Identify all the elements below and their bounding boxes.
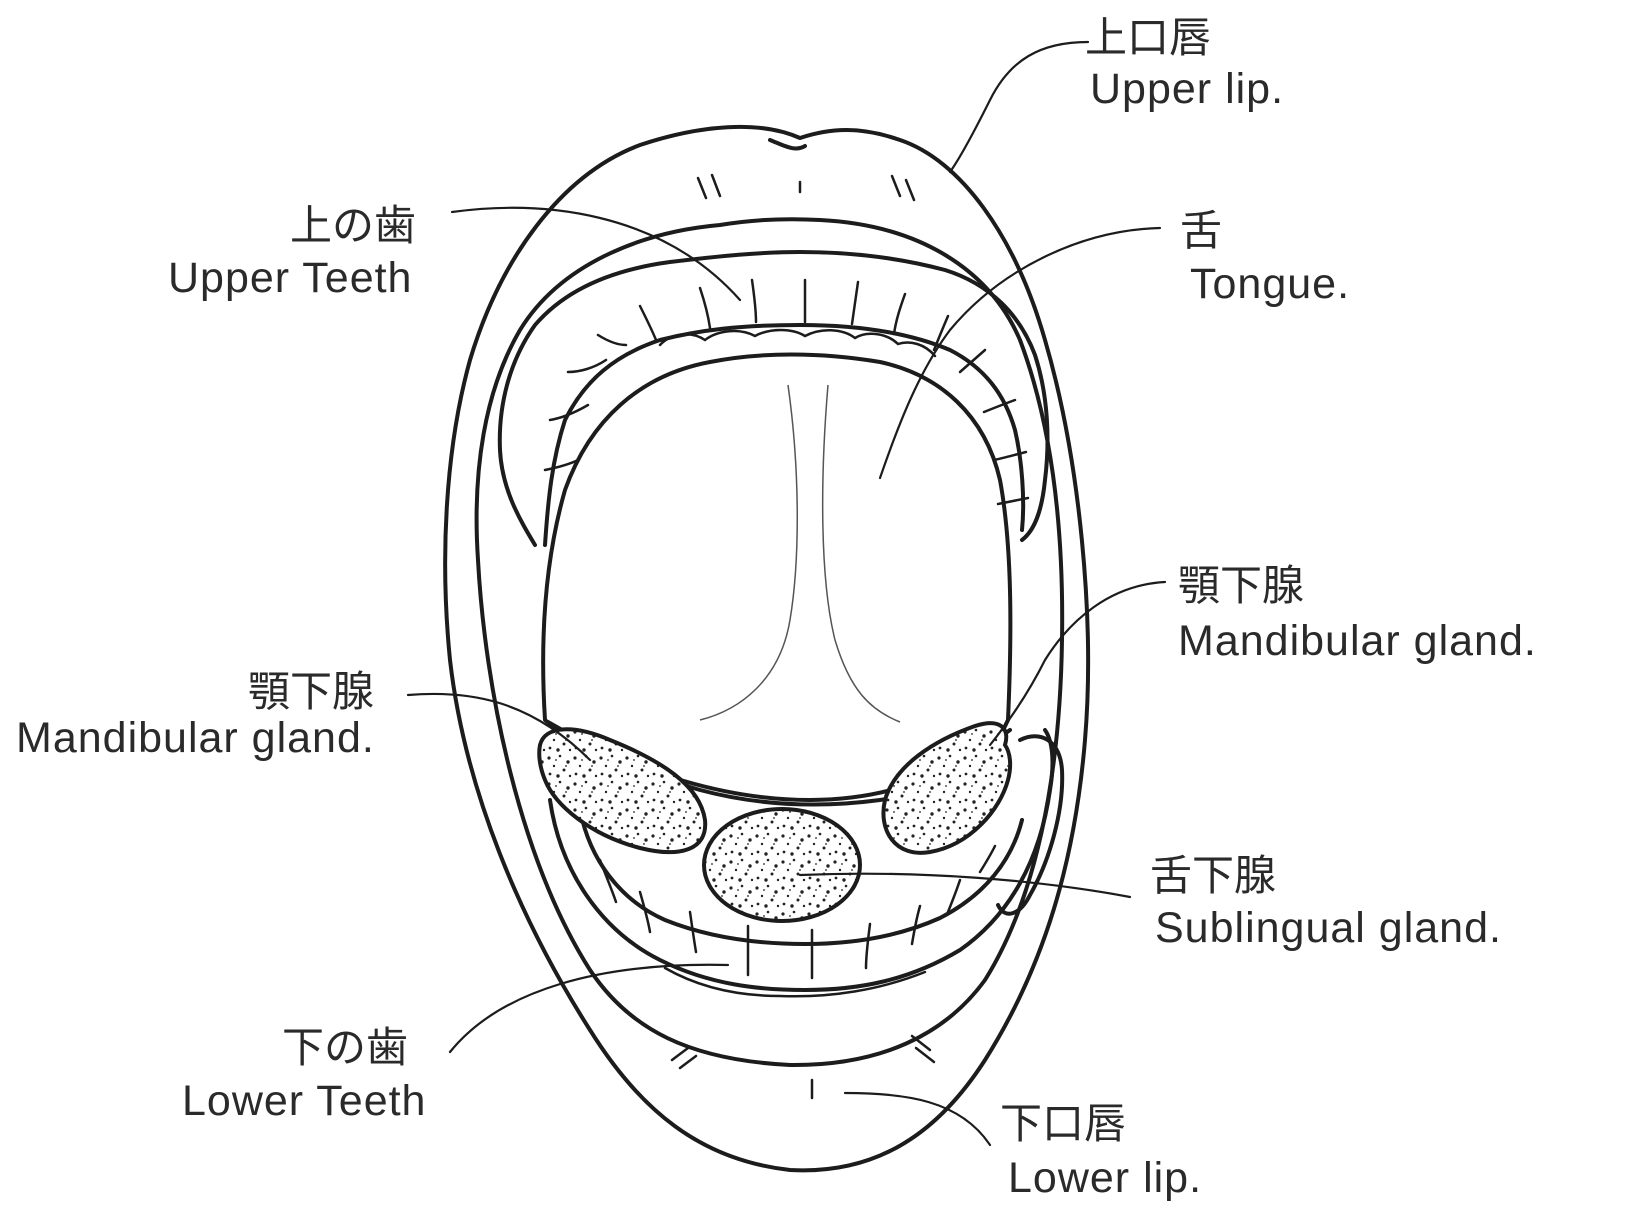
tongue-median-right: [823, 385, 900, 722]
mandibular-gland-right-label-jp: 顎下腺: [1178, 561, 1304, 610]
lower-teeth-label-en: Lower Teeth: [182, 1077, 426, 1125]
tongue-median-left: [700, 385, 797, 720]
lower-lip-label-en: Lower lip.: [1008, 1154, 1202, 1202]
upper-tooth-dividers: [545, 280, 1028, 504]
upper-lip-label-jp: 上口唇: [1085, 13, 1211, 62]
tongue-outline: [543, 355, 1010, 805]
mandibular-gland-left-label-jp: 顎下腺: [248, 667, 374, 716]
leader-upper-lip: [950, 42, 1088, 172]
lower-teeth-label-jp: 下の歯: [282, 1023, 408, 1072]
upper-teeth-label-jp: 上の歯: [290, 201, 416, 250]
mandibular-gland-left-label-en: Mandibular gland.: [16, 714, 375, 762]
sublingual-gland-label-jp: 舌下腺: [1150, 851, 1276, 900]
cupid-bow: [770, 140, 805, 148]
leader-mandibular-right: [990, 582, 1165, 745]
upper-teeth-label-en: Upper Teeth: [168, 254, 412, 302]
leader-upper-teeth: [452, 208, 740, 300]
tongue-label-jp: 舌: [1180, 206, 1222, 255]
upper-lip-label-en: Upper lip.: [1090, 65, 1284, 113]
mandibular-gland-left-shape: [539, 729, 705, 852]
upper-teeth-inner: [545, 325, 1023, 545]
upper-teeth-outer: [500, 252, 1048, 545]
mandibular-gland-right-label-en: Mandibular gland.: [1178, 617, 1537, 665]
leader-lower-lip: [845, 1093, 990, 1145]
sublingual-gland-shape: [704, 809, 860, 921]
tongue-label-en: Tongue.: [1190, 260, 1350, 308]
lower-lip-label-jp: 下口唇: [1000, 1099, 1126, 1148]
lip-crease-marks: [672, 175, 934, 1098]
sublingual-gland-label-en: Sublingual gland.: [1155, 904, 1502, 952]
